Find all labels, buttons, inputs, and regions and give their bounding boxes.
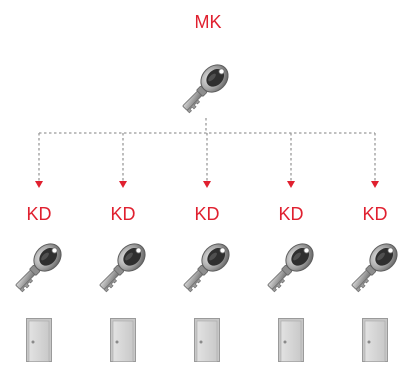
door-icon: [110, 318, 136, 362]
door-icon: [26, 318, 52, 362]
keyed-different-label: KD: [278, 204, 304, 224]
key-icon: [176, 237, 236, 297]
key-icon: [344, 237, 399, 297]
door-icon: [362, 318, 388, 362]
keyed-different-label: KD: [110, 204, 136, 224]
key-icon: [92, 237, 152, 297]
arrow-down-icon: [203, 181, 211, 188]
arrow-down-icon: [371, 181, 379, 188]
door-icon: [278, 318, 304, 362]
master-key-icon: [175, 58, 235, 118]
arrow-down-icon: [287, 181, 295, 188]
keyed-different-label: KD: [26, 204, 52, 224]
key-icon: [260, 237, 320, 297]
keyed-different-label: KD: [362, 204, 388, 224]
keyed-different-label: KD: [194, 204, 220, 224]
arrow-down-icon: [35, 181, 43, 188]
arrow-down-icon: [119, 181, 127, 188]
master-key-label: MK: [194, 12, 222, 32]
key-icon: [8, 237, 68, 297]
door-icon: [194, 318, 220, 362]
